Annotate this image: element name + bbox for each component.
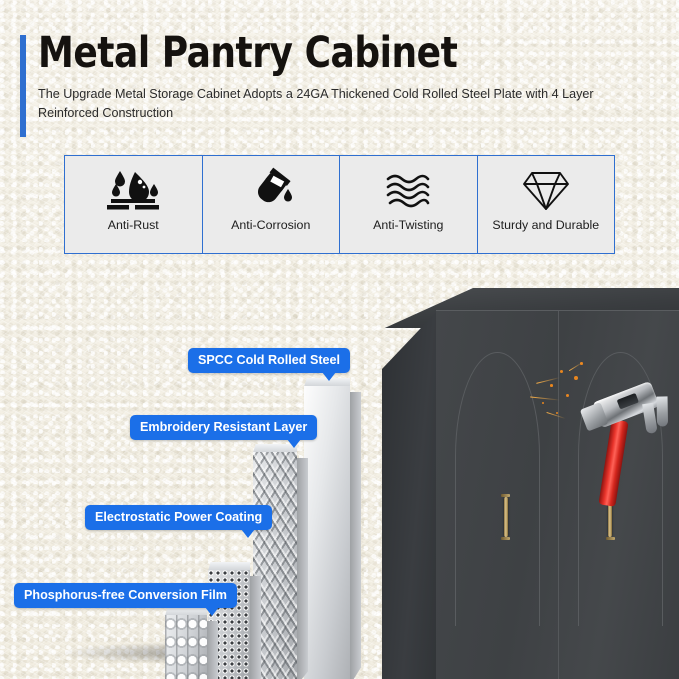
callout-pointer-tail [287,439,302,449]
callout-pointer-tail [204,607,219,617]
hammer-claw-prong [656,396,669,427]
diamond-outline-icon [518,164,574,216]
cabinet-door-left[interactable] [436,311,559,679]
cabinet-side-panel [382,310,438,679]
product-scene [0,270,679,679]
callout-phosphorus-free-conversion-film: Phosphorus-free Conversion Film [14,583,237,617]
callout-label: Embroidery Resistant Layer [140,420,308,434]
sample-top-face [253,444,297,453]
water-droplets-repel-icon [105,164,161,216]
feature-label: Sturdy and Durable [492,218,600,232]
feature-anti-corrosion: Anti-Corrosion [203,156,340,253]
door-handle-left[interactable] [501,494,511,541]
feature-label: Anti-Rust [107,218,159,232]
callout-label: Electrostatic Power Coating [95,510,263,524]
feature-anti-rust: Anti-Rust [65,156,203,253]
sample-top-face [304,378,350,387]
sample-side-edge [250,576,261,679]
feature-strip: Anti-Rust Anti-Corrosion [64,155,615,254]
page-title: Metal Pantry Cabinet [38,28,458,78]
feature-label: Anti-Twisting [373,218,444,232]
metal-pantry-cabinet [352,288,679,679]
sample-side-edge [350,392,361,679]
cabinet-front [436,310,679,679]
layer-sample-phosphorus-free-film [165,607,218,679]
callout-label: Phosphorus-free Conversion Film [24,588,227,602]
sample-side-edge [297,458,308,679]
sample-top-face [208,562,250,571]
door-arch-panel [577,351,663,626]
tilted-flask-drop-icon [243,164,299,216]
feature-label: Anti-Corrosion [231,218,311,232]
sample-front-face [165,615,207,679]
callout-pointer-tail [241,529,256,539]
sample-side-edge [207,621,218,679]
callout-spcc-cold-rolled-steel: SPCC Cold Rolled Steel [188,348,351,382]
callout-electrostatic-power-coating: Electrostatic Power Coating [85,505,273,539]
header: Metal Pantry Cabinet The Upgrade Metal S… [20,28,660,137]
feature-anti-twisting: Anti-Twisting [340,156,478,253]
callout-pointer-tail [322,372,337,382]
header-accent-bar [20,35,26,137]
callout-embroidery-resistant-layer: Embroidery Resistant Layer [130,415,318,449]
wavy-lines-icon [380,164,436,216]
sample-top-face [165,607,207,616]
hammer-head [575,369,672,448]
callout-label: SPCC Cold Rolled Steel [198,353,341,367]
feature-sturdy-durable: Sturdy and Durable [478,156,615,253]
door-arch-panel [455,351,541,626]
page-subtitle: The Upgrade Metal Storage Cabinet Adopts… [38,86,594,120]
claw-hammer [530,361,679,518]
